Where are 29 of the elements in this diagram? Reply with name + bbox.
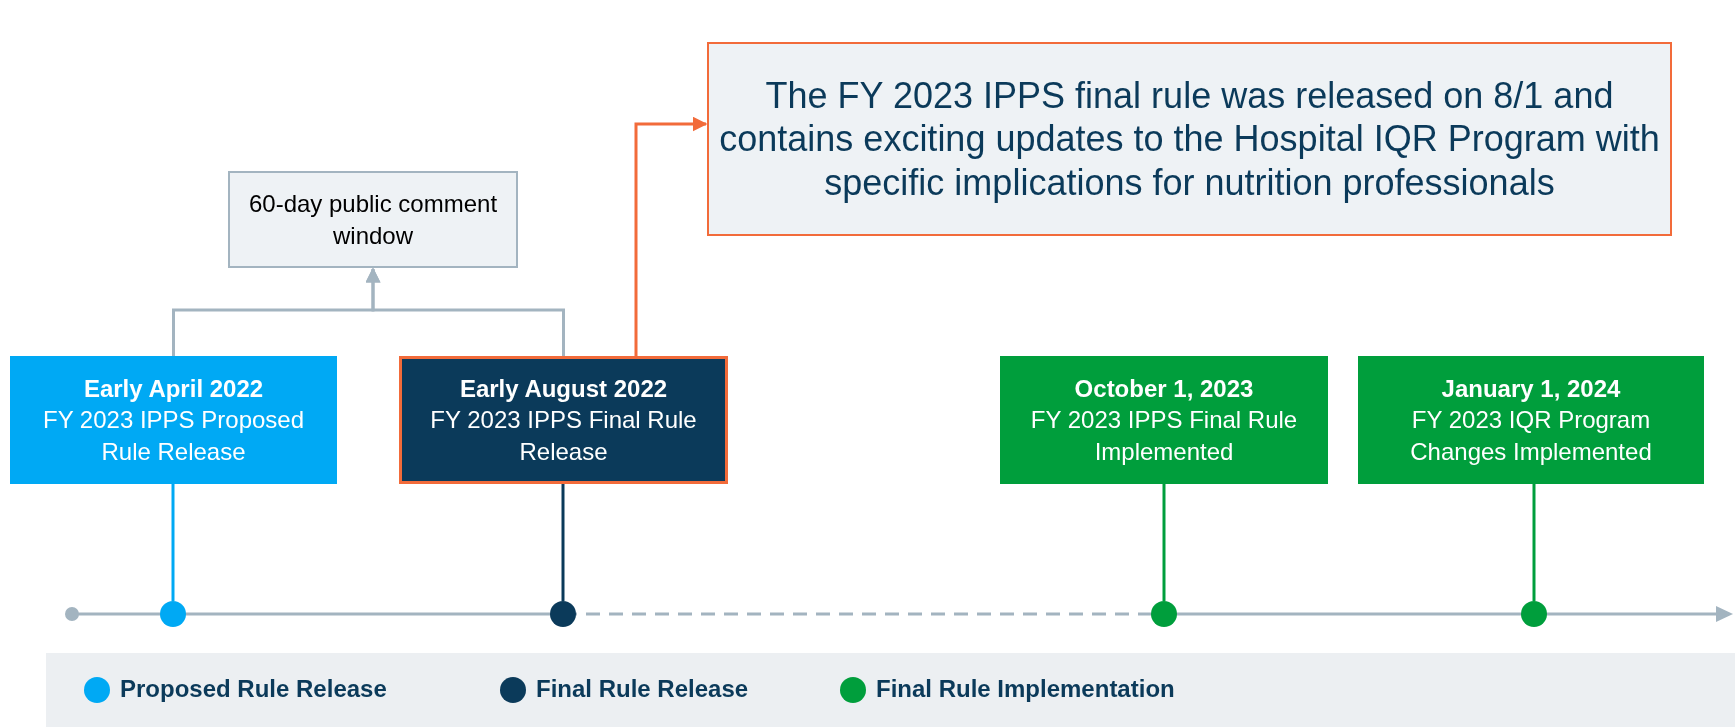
legend-text: Final Rule Release bbox=[536, 675, 749, 703]
milestone-date: January 1, 2024 bbox=[1441, 374, 1621, 405]
timeline-dot bbox=[550, 601, 576, 627]
milestone-box bbox=[10, 356, 337, 484]
milestone-date: October 1, 2023 bbox=[1074, 374, 1254, 405]
timeline-dot bbox=[1151, 601, 1177, 627]
legend-text: Proposed Rule Release bbox=[120, 675, 387, 703]
connector-line bbox=[171, 484, 175, 601]
connector-line bbox=[561, 484, 565, 601]
connector-line bbox=[634, 116, 708, 356]
legend-text: Final Rule Implementation bbox=[876, 675, 1175, 703]
milestone-date: Early August 2022 bbox=[459, 374, 668, 405]
milestone-description: FY 2023 IQR Program Changes Implemented bbox=[1409, 405, 1653, 467]
connector-line bbox=[1162, 484, 1166, 601]
milestone-box bbox=[1358, 356, 1704, 484]
milestone-description: FY 2023 IPPS Final Rule Release bbox=[429, 405, 698, 467]
comment-box bbox=[228, 171, 518, 268]
callout-text: The FY 2023 IPPS final rule was released on 8/1 and contains exciting updates to the Hospital IQR Program with specific implications for nutrition professionals bbox=[718, 74, 1661, 204]
milestone-date: Early April 2022 bbox=[83, 374, 264, 405]
milestone-description: FY 2023 IPPS Proposed Rule Release bbox=[41, 405, 306, 467]
connector-line bbox=[1532, 484, 1536, 601]
callout-box bbox=[707, 42, 1672, 236]
milestone-box bbox=[399, 356, 728, 484]
milestone-box bbox=[1000, 356, 1328, 484]
timeline-dot bbox=[1521, 601, 1547, 627]
milestone-description: FY 2023 IPPS Final Rule Implemented bbox=[1029, 405, 1299, 467]
connector-line bbox=[365, 267, 565, 356]
comment-text: 60-day public comment window bbox=[247, 189, 499, 251]
timeline-dot bbox=[160, 601, 186, 627]
